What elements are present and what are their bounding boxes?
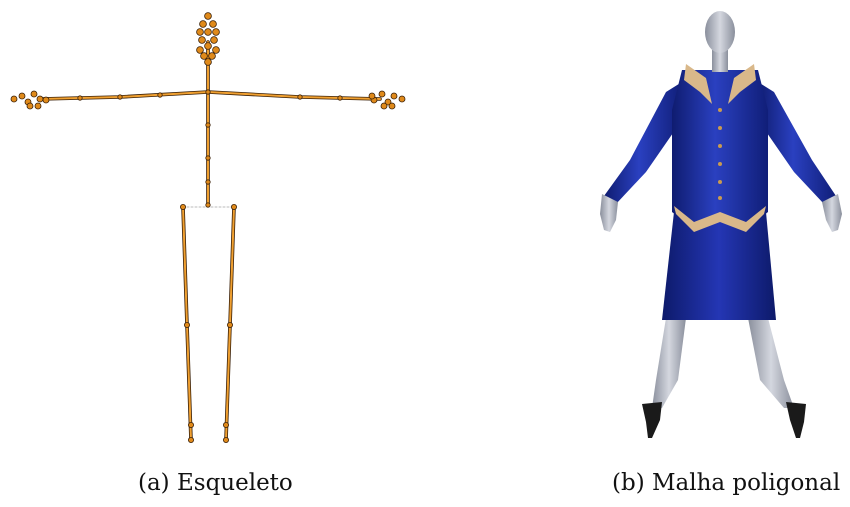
mesh-drawing bbox=[590, 0, 850, 460]
left-hand-joint-6 bbox=[35, 103, 41, 109]
leg-joint-2 bbox=[188, 422, 193, 427]
head-joint-5 bbox=[213, 29, 220, 36]
leg-joint-7 bbox=[223, 437, 228, 442]
head-joint-0 bbox=[205, 13, 212, 20]
head-joint-4 bbox=[205, 29, 212, 36]
right-hand-joint-6 bbox=[389, 103, 395, 109]
leg-joint-5 bbox=[227, 322, 232, 327]
skeleton-panel bbox=[0, 0, 420, 460]
right-hand-joint-3 bbox=[391, 93, 397, 99]
leg-joint-1 bbox=[184, 322, 189, 327]
right-leg bbox=[748, 318, 794, 408]
arm-joint-0 bbox=[158, 93, 162, 97]
head-joint-6 bbox=[199, 37, 206, 44]
head-joint-2 bbox=[210, 21, 217, 28]
right-hand-joint-5 bbox=[381, 103, 387, 109]
head-joint-3 bbox=[197, 29, 204, 36]
left-shoe bbox=[642, 402, 662, 438]
right-sleeve bbox=[758, 82, 836, 204]
mesh-panel bbox=[590, 0, 850, 460]
head-joint-1 bbox=[200, 21, 207, 28]
left-leg bbox=[652, 318, 686, 408]
arm-joint-1 bbox=[118, 95, 122, 99]
caption-mesh: (b) Malha poligonal bbox=[612, 470, 840, 496]
left-hand-joint-7 bbox=[43, 97, 49, 103]
head-joint-12 bbox=[209, 53, 216, 60]
head-joint-8 bbox=[205, 43, 212, 50]
right-hand-joint-4 bbox=[399, 96, 405, 102]
head bbox=[705, 11, 735, 53]
spine-joint-3 bbox=[206, 180, 210, 184]
right-hand-joint-1 bbox=[379, 91, 385, 97]
left-hand-joint-0 bbox=[11, 96, 17, 102]
leg-joint-0 bbox=[180, 204, 185, 209]
right-hand-joint-7 bbox=[369, 93, 375, 99]
caption-skeleton: (a) Esqueleto bbox=[138, 470, 293, 496]
spine-joint-1 bbox=[206, 123, 210, 127]
left-hand-joint-3 bbox=[31, 91, 37, 97]
spine-joint-2 bbox=[206, 156, 210, 160]
head-joint-11 bbox=[201, 53, 208, 60]
leg-joint-4 bbox=[231, 204, 236, 209]
right-shoe bbox=[786, 402, 806, 438]
arm-joint-3 bbox=[298, 95, 302, 99]
neck bbox=[712, 50, 728, 72]
left-hand-joint-4 bbox=[37, 96, 43, 102]
head-joint-9 bbox=[197, 47, 204, 54]
arm-joint-4 bbox=[338, 96, 342, 100]
arm-joint-2 bbox=[78, 96, 82, 100]
head-joint-10 bbox=[213, 47, 220, 54]
leg-joint-3 bbox=[188, 437, 193, 442]
left-hand-joint-5 bbox=[27, 103, 33, 109]
spine-joint-4 bbox=[206, 203, 210, 207]
left-hand-joint-1 bbox=[19, 93, 25, 99]
head-joint-7 bbox=[211, 37, 218, 44]
left-sleeve bbox=[604, 82, 682, 204]
leg-joint-6 bbox=[223, 422, 228, 427]
skeleton-drawing bbox=[0, 0, 420, 460]
skirt bbox=[662, 212, 776, 320]
spine-joint-0 bbox=[206, 90, 210, 94]
head-joint-13 bbox=[205, 59, 212, 66]
